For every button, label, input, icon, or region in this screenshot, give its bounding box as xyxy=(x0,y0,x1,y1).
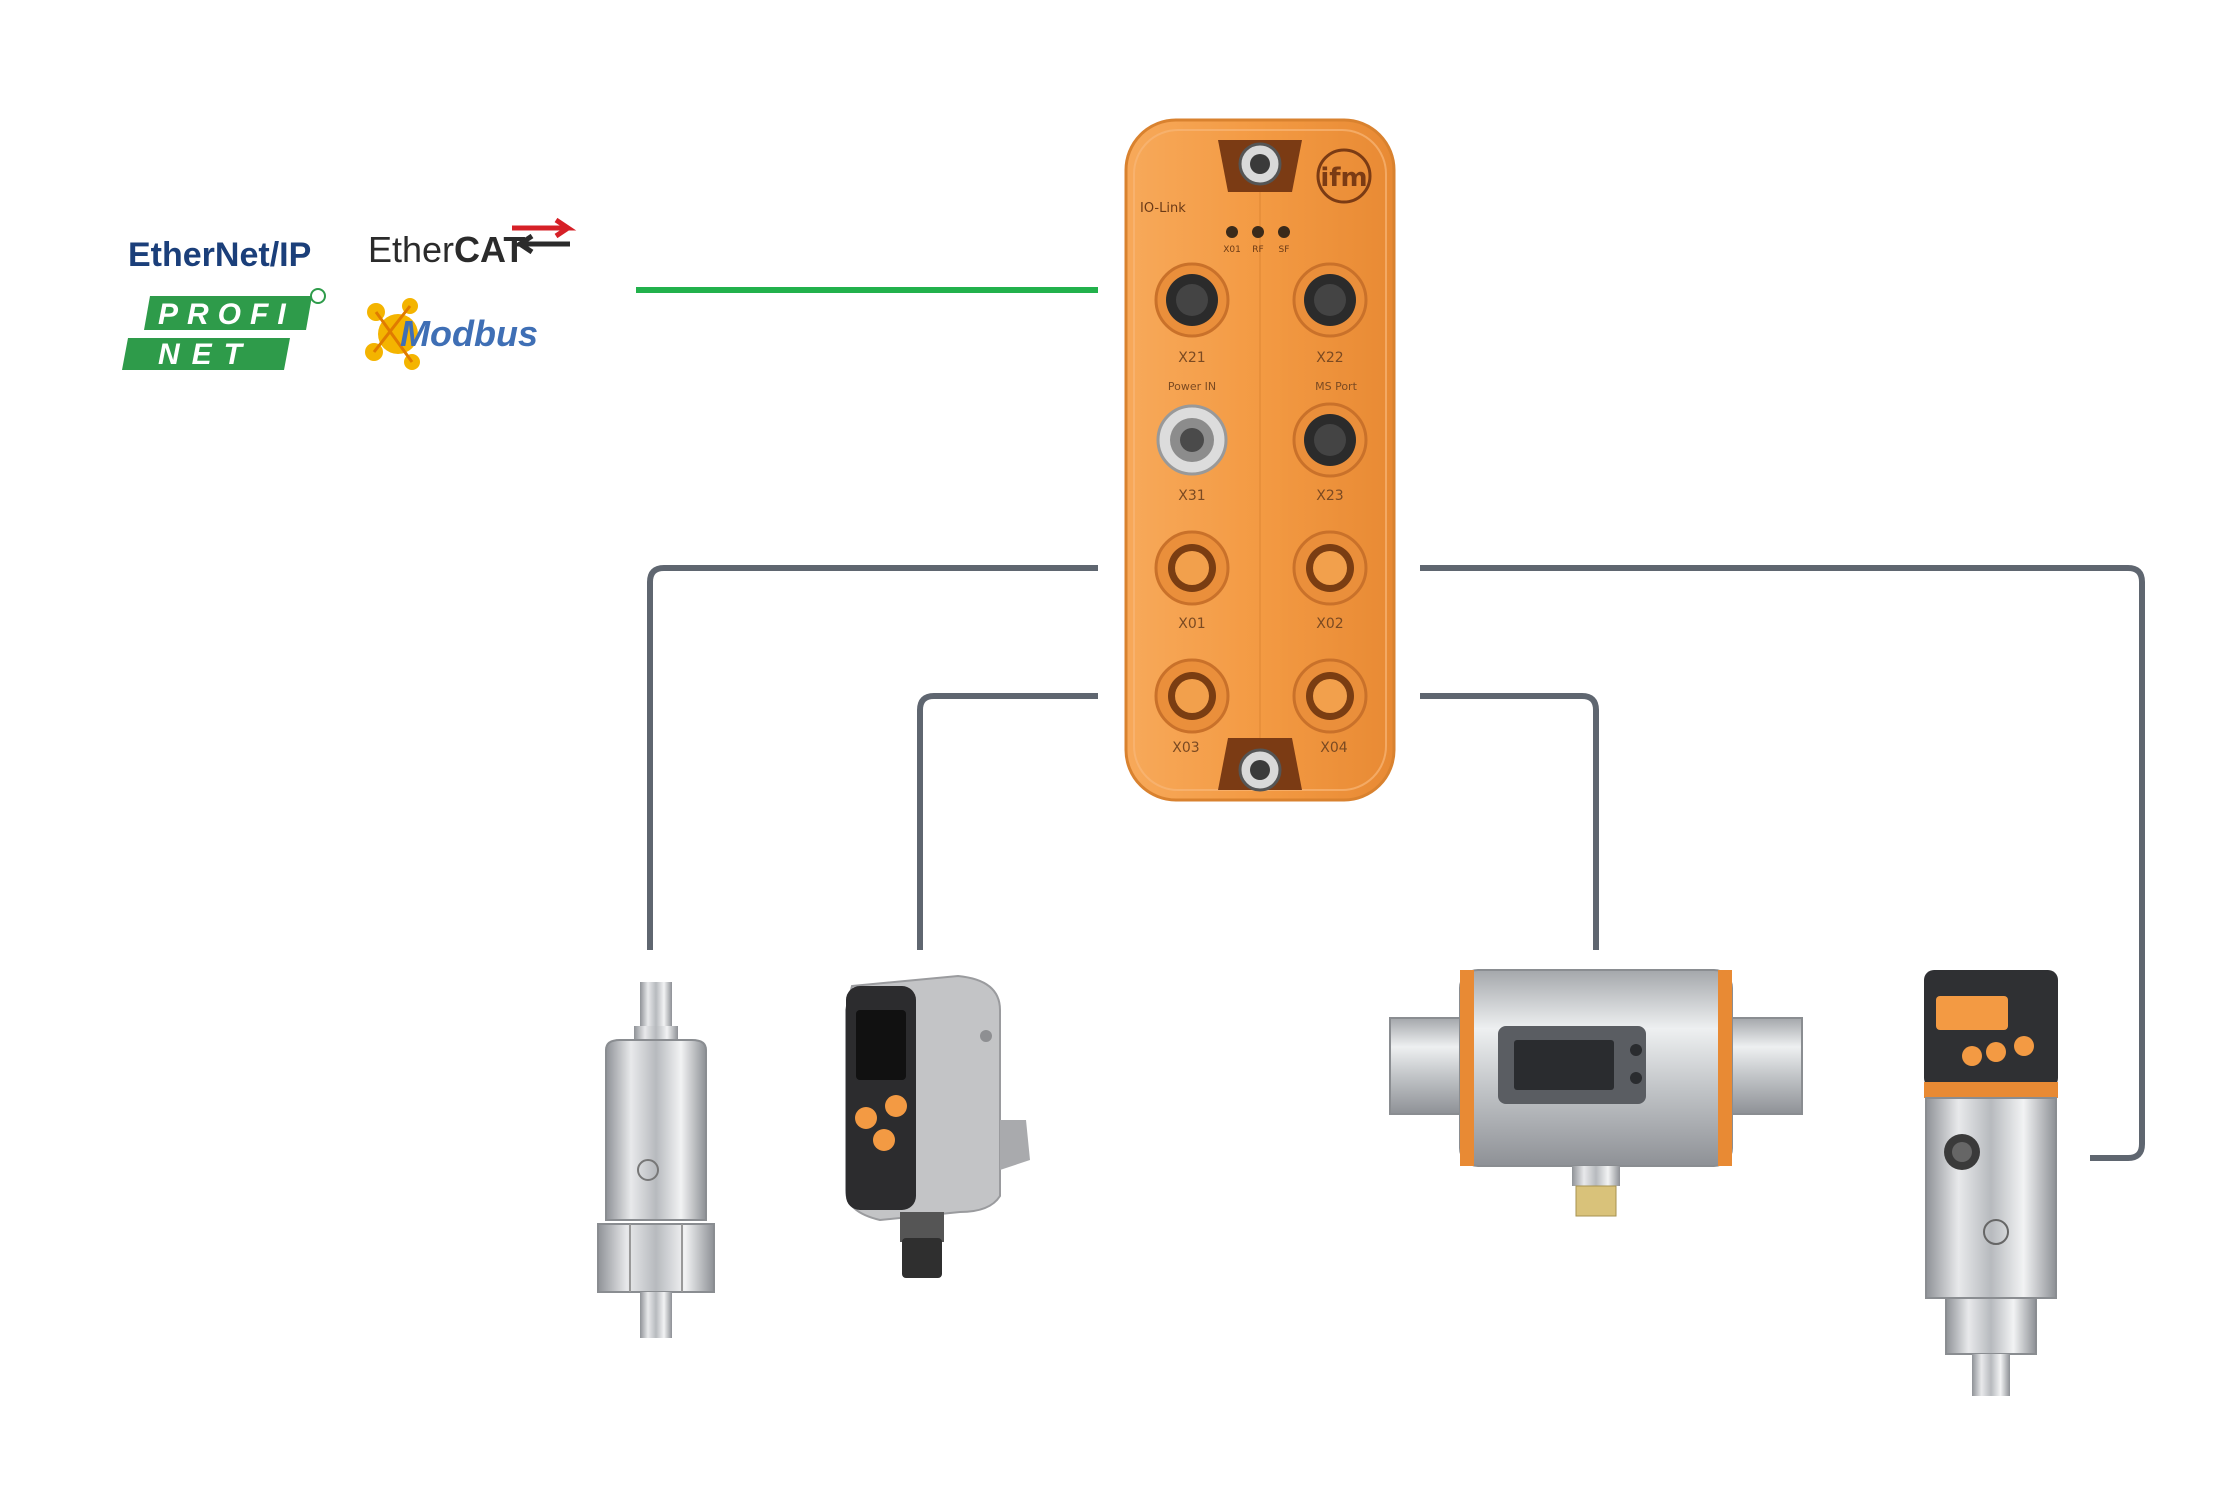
port-x01: X01 xyxy=(1154,530,1230,632)
port-x21: X21 xyxy=(1154,262,1230,366)
profinet-text-top: PROFI xyxy=(158,298,295,331)
port-x04: X04 xyxy=(1292,658,1368,756)
flow-meter-device xyxy=(1389,969,1803,1217)
ethernet-ip-text: EtherNet/IP xyxy=(128,236,311,274)
led-label: X01 xyxy=(1223,245,1241,255)
modbus-network-icon xyxy=(365,298,420,370)
io-link-label: IO-Link xyxy=(1140,201,1186,216)
port-label: X31 xyxy=(1178,488,1205,504)
port-label: X02 xyxy=(1316,616,1343,632)
distance-sensor-device xyxy=(845,974,1030,1278)
led-label: SF xyxy=(1279,245,1290,255)
io-line-distance-sensor xyxy=(917,693,1098,950)
power-in-label: Power IN xyxy=(1168,380,1216,393)
port-label: X22 xyxy=(1316,350,1343,366)
ethercat-logo: EtherCAT xyxy=(368,217,577,270)
ifm-brand-text: ifm xyxy=(1320,163,1367,193)
modbus-logo: Modbus xyxy=(365,298,538,370)
connections xyxy=(636,287,2145,1161)
ethercat-text-bold: CAT xyxy=(454,229,525,270)
ifm-brand-badge: ifm xyxy=(1316,148,1372,204)
led-label: RF xyxy=(1252,245,1263,255)
profinet-logo: PROFI NET xyxy=(122,288,326,371)
io-line-pressure-sensor xyxy=(1420,565,2145,1161)
port-label: X01 xyxy=(1178,616,1205,632)
port-x22: X22 xyxy=(1292,262,1368,366)
port-x31-power: X31 xyxy=(1156,404,1228,504)
svg-text:EtherCAT: EtherCAT xyxy=(368,229,525,270)
mounting-hole-bottom xyxy=(1218,738,1302,792)
ethernet-ip-logo: EtherNet/IP xyxy=(128,236,311,274)
port-label: X04 xyxy=(1320,740,1347,756)
ethercat-text-part: Ether xyxy=(368,229,454,270)
profinet-text-bottom: NET xyxy=(158,338,254,371)
mounting-hole-top xyxy=(1218,140,1302,192)
port-x03: X03 xyxy=(1154,658,1230,756)
ethercat-arrows-icon xyxy=(511,217,577,255)
pressure-sensor-device xyxy=(1924,970,2058,1396)
io-link-master: ifm IO-Link X01 RF SF X21 X22 Power IN M… xyxy=(1124,118,1396,802)
ms-port-label: MS Port xyxy=(1315,380,1357,393)
fieldbus-logos: EtherNet/IP EtherCAT PROFI NET xyxy=(122,217,577,371)
io-line-flow-meter xyxy=(1420,693,1599,950)
port-x23: X23 xyxy=(1292,402,1368,504)
port-label: X23 xyxy=(1316,488,1343,504)
modbus-text: Modbus xyxy=(400,313,538,354)
status-leds: X01 RF SF xyxy=(1223,226,1290,255)
port-x02: X02 xyxy=(1292,530,1368,632)
pressure-transmitter-device xyxy=(597,982,715,1338)
port-label: X03 xyxy=(1172,740,1199,756)
io-line-pressure-transmitter xyxy=(647,565,1098,950)
port-label: X21 xyxy=(1178,350,1205,366)
